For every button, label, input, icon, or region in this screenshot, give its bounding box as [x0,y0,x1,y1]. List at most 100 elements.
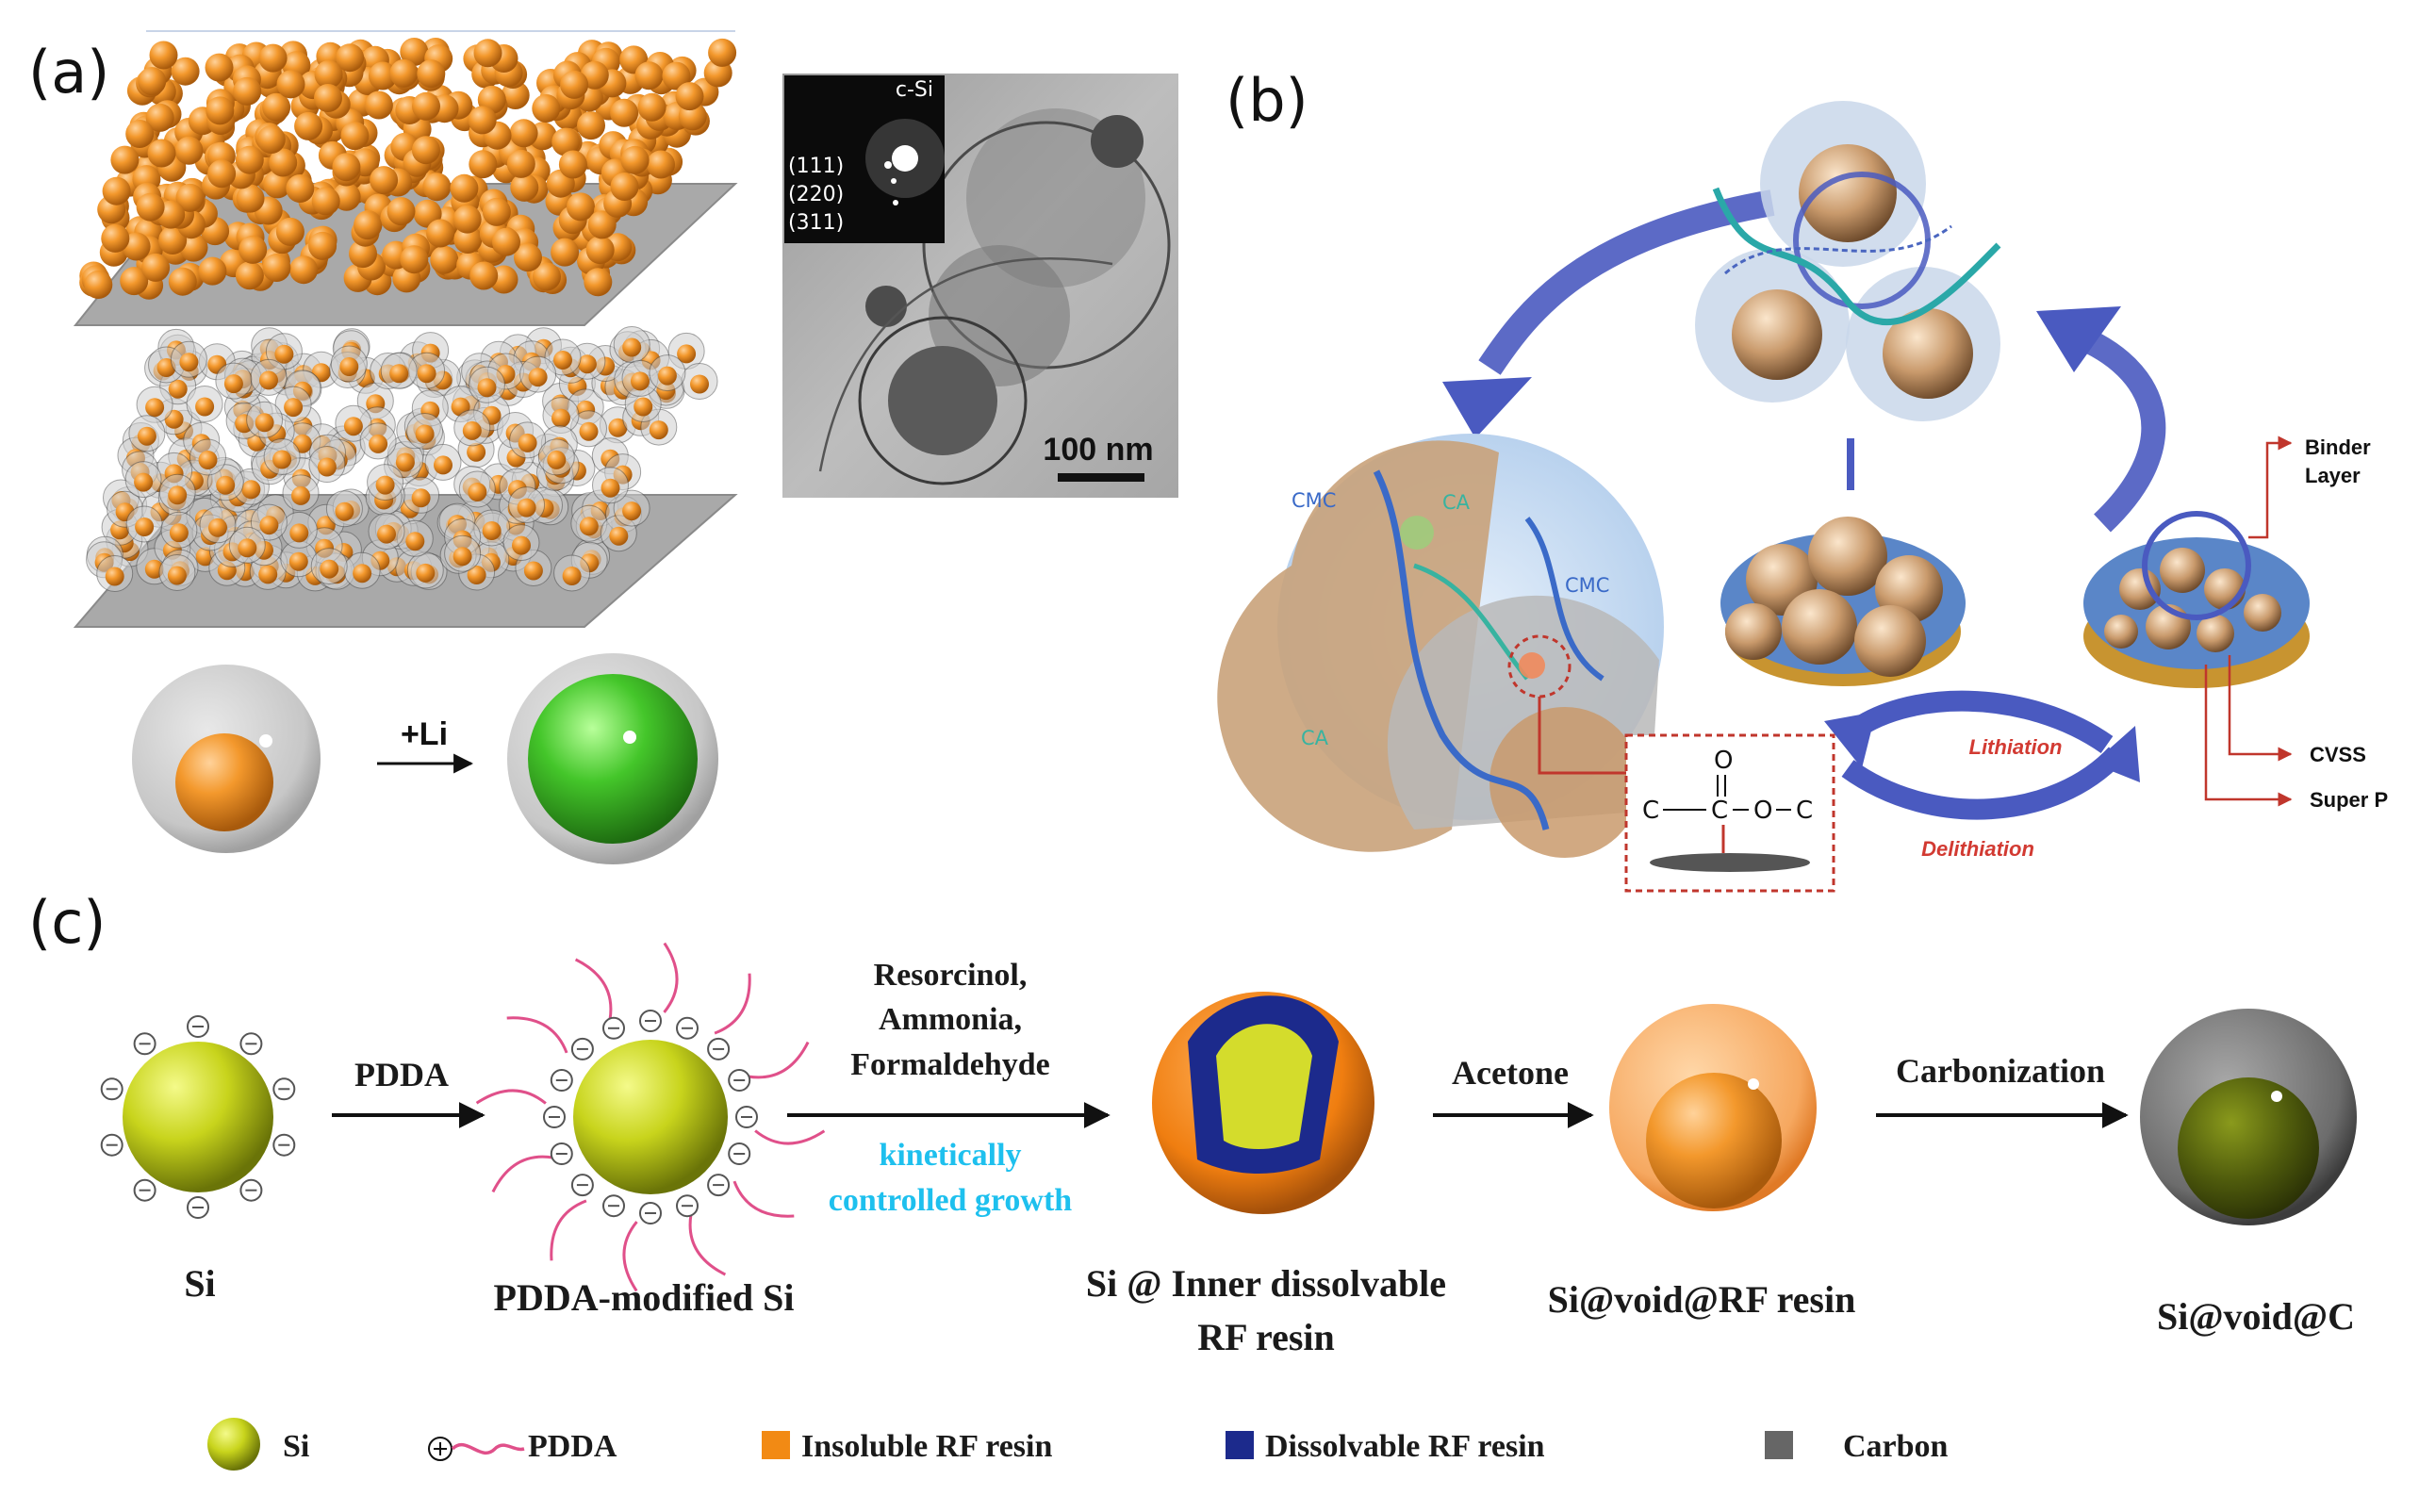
film-particle [235,261,264,290]
step-si: Si [100,1015,296,1305]
cluster-core-left [1732,289,1822,380]
film-particle [349,239,377,269]
film-core [657,366,677,386]
pdda-chain [506,1016,568,1054]
film-particle [102,176,131,205]
film-particle [453,225,483,254]
tem-shell-3 [858,316,1028,485]
film-particle [417,59,446,89]
film-core [677,344,697,364]
film-core [405,532,425,551]
film-particle [389,58,419,88]
film-core [179,353,199,372]
film-particle [426,219,455,248]
film-particle [514,243,542,272]
film-particle [235,145,264,174]
reagents-line3: Formaldehyde [850,1047,1050,1082]
film-core [523,561,543,581]
film-particle [430,245,459,274]
film-particle [662,61,691,90]
film-core [369,434,388,453]
film-particle [262,254,291,282]
film-particle [610,98,639,127]
zoom-cmc-chain-2 [1524,517,1604,682]
film-particle [400,245,429,274]
ca-label-2: CA [1301,727,1329,749]
er-p3 [2204,568,2246,610]
si-surface-charges [100,1015,296,1219]
film-particle [412,91,440,121]
film-core [134,472,154,492]
si-label: Si [184,1262,215,1305]
electrode-right-focus [2142,511,2251,620]
lithiation-arc-head [1824,712,1876,768]
inner-rf-label-line1: Si @ Inner dissolvable [1086,1262,1446,1305]
void-c-label: Si@void@C [2157,1295,2355,1338]
film-particle [587,210,617,239]
plane-111: (111) [788,155,844,178]
tem-particle-3 [888,346,997,455]
film-core [335,501,354,521]
step-pdda-si: PDDA-modified Si [475,942,826,1319]
film-particle [510,173,539,202]
film-particle [634,61,664,90]
film-core [168,379,188,399]
yolk-shell-film [73,326,738,628]
saed-spot-3 [893,200,898,205]
si-sphere [123,1042,273,1192]
film-particle [469,150,498,179]
pdda-chain [688,1214,727,1276]
film-particle [136,192,165,222]
arrow-to-cluster [2069,322,2166,533]
pdda-si-sphere [573,1040,728,1194]
zoom-ca-chain [1413,563,1529,681]
film-core [482,521,502,540]
film-particle [205,53,234,82]
film-particle [558,150,587,179]
film-particle [276,70,305,99]
pdda-chain [574,958,613,1020]
zoom-view: CMC CMC CA CA [1217,434,1664,858]
film-core [601,478,620,498]
film-particle [577,111,605,140]
pdda-chains [475,942,826,1292]
film-core [609,526,629,546]
zoom-node-2 [1519,652,1545,679]
inner-si-core [1216,1024,1312,1149]
pdda-chain [732,1180,795,1218]
film-core [258,565,278,584]
film-core [634,397,653,417]
film-particle [239,235,268,264]
lithiation-schematic: +Li [132,653,718,864]
film-particle [647,150,675,179]
pdda-chain [475,1089,547,1105]
void-c-highlight [2271,1091,2282,1102]
er-p7 [2104,615,2138,649]
highlight-before [259,734,272,748]
film-particle [567,192,595,222]
film-particle [262,92,291,122]
film-particle [468,106,497,135]
film-particle [551,127,581,156]
inner-rf-label-line2-text: RF resin [1197,1316,1335,1358]
film-particle [482,197,511,226]
film-particle [311,187,340,216]
legend-si-swatch [207,1418,260,1471]
film-particle [370,166,399,195]
film-particle [258,43,288,73]
film-core [649,420,668,440]
film-core [167,566,187,585]
binder-cluster [1695,101,2001,421]
void-rf-core [1646,1073,1782,1208]
arrow-to-cluster-head [2036,306,2121,372]
cluster-core-right [1883,308,1973,399]
film-particle [125,120,155,148]
film-particle [138,67,167,96]
void-rf-label: Si@void@RF resin [1548,1278,1856,1321]
zoom-node-1 [1400,516,1434,550]
film-core [434,455,453,475]
film-core [289,523,309,543]
pdda-chain [754,1129,826,1145]
film-core [416,563,436,583]
film-core [553,351,572,370]
